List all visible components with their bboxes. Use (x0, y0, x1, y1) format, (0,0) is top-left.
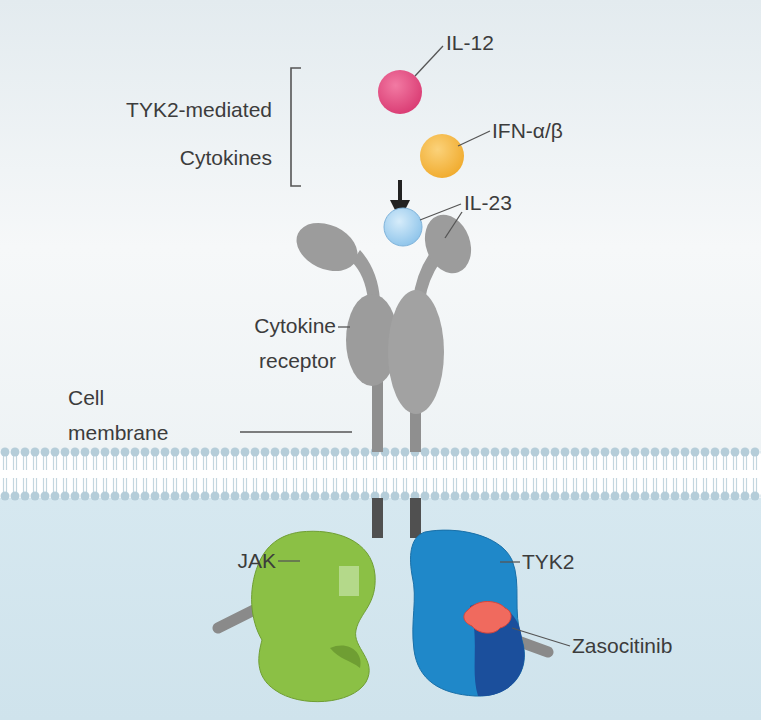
leader-line (445, 212, 462, 238)
label-text: TYK2-mediated Cytokines (92, 86, 272, 182)
binding-arrow (398, 180, 402, 210)
receptor-tail (372, 498, 383, 538)
label-text: IFN-α/β (492, 118, 602, 144)
receptor-tail (410, 498, 421, 538)
ifn-ball (420, 134, 464, 178)
leader-line (500, 561, 520, 562)
leader-line (338, 326, 350, 327)
label-text: IL-23 (464, 190, 554, 216)
leader-line (240, 431, 352, 432)
leader-line (458, 131, 490, 146)
leader-line (415, 46, 443, 76)
extracellular-space (0, 0, 761, 450)
label-text: TYK2 (522, 549, 612, 575)
jak-groove (330, 645, 361, 668)
label-text: Cytokine receptor (186, 308, 336, 378)
tyk2-kinase (411, 530, 525, 696)
label-text: Cell membrane (68, 380, 208, 450)
zasocitinib-molecule (464, 602, 511, 634)
il12-ball (378, 70, 422, 114)
lipid-bilayer (0, 446, 761, 502)
label-text: IL-12 (446, 30, 536, 56)
il23-ball (384, 208, 422, 246)
leader-line (512, 628, 570, 646)
cytoplasm (0, 498, 761, 720)
leader-line (278, 560, 300, 561)
leader-line (420, 204, 461, 220)
jak-pocket (339, 566, 359, 596)
bracket (291, 68, 301, 186)
label-text: JAK (196, 548, 276, 574)
label-text: Zasocitinib (572, 633, 722, 659)
